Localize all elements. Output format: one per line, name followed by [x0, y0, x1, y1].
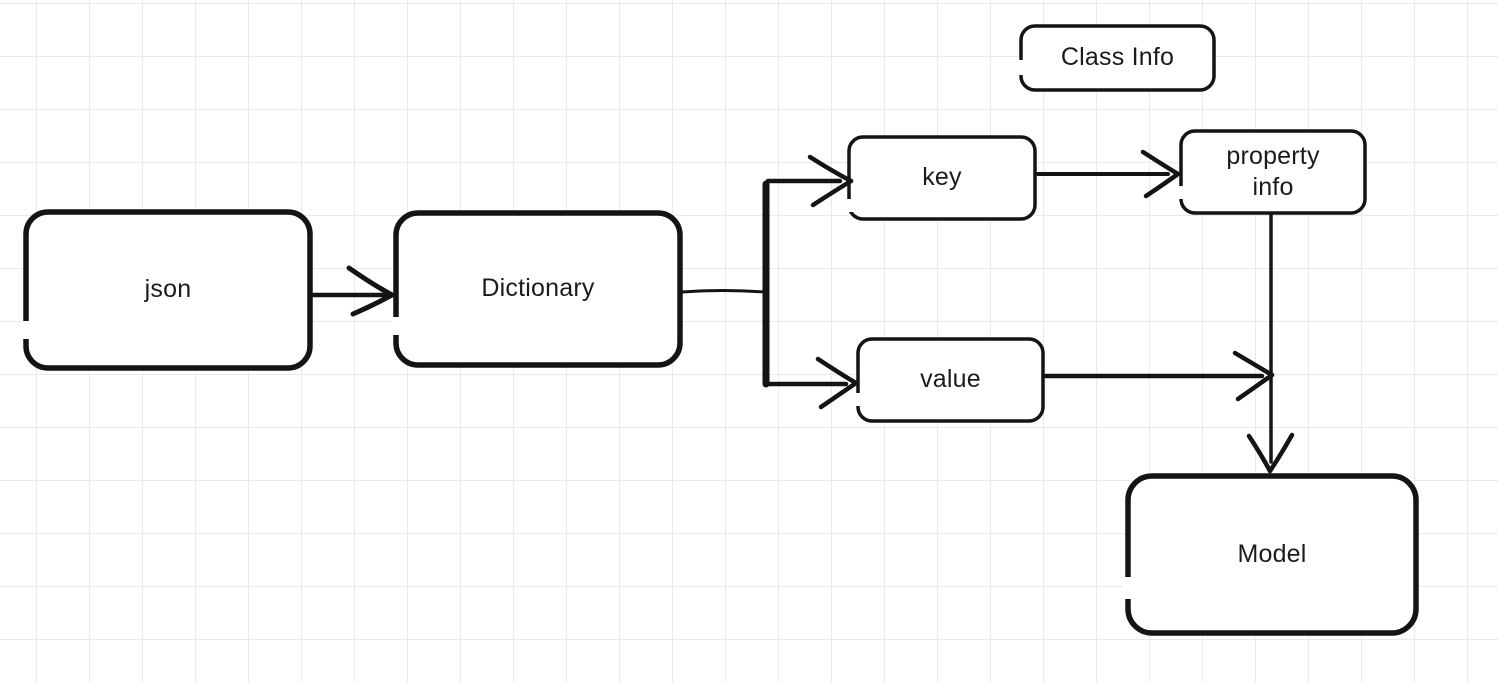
node-model-box[interactable]: [1125, 473, 1419, 636]
node-class-info-label[interactable]: Class Info: [1021, 26, 1214, 90]
node-dictionary-box[interactable]: [393, 210, 683, 368]
node-json-box[interactable]: [23, 209, 313, 371]
arrow-value-to-connector-junction[interactable]: [1043, 350, 1275, 402]
node-dictionary-text: Dictionary: [481, 274, 595, 303]
node-json-label[interactable]: json: [26, 212, 310, 368]
node-property-info-text: property info: [1226, 141, 1320, 201]
arrow-key-to-property-info[interactable]: [1036, 149, 1181, 199]
node-value-text: value: [920, 365, 981, 394]
node-key-text: key: [922, 163, 962, 192]
node-value-box[interactable]: [856, 337, 1045, 423]
node-model-text: Model: [1237, 539, 1307, 568]
node-key-label[interactable]: key: [849, 137, 1035, 219]
node-class-info-box[interactable]: [1019, 24, 1216, 92]
node-model-label[interactable]: Model: [1128, 476, 1416, 633]
arrow-json-to-dictionary[interactable]: [307, 265, 395, 317]
arrow-branch-to-key[interactable]: [765, 154, 854, 208]
node-property-info-label[interactable]: property info: [1181, 131, 1365, 213]
connector-dictionary-to-branch-bar[interactable]: [680, 180, 770, 388]
node-dictionary-label[interactable]: Dictionary: [396, 213, 680, 365]
node-value-label[interactable]: value: [858, 339, 1043, 421]
hand-drawn-stroke-gaps: [21, 60, 1185, 599]
node-property-info-box[interactable]: [1179, 129, 1367, 215]
node-class-info-text: Class Info: [1060, 43, 1175, 72]
arrow-property-info-to-model[interactable]: [1246, 213, 1295, 474]
node-json-text: json: [144, 275, 192, 304]
arrow-branch-to-value[interactable]: [765, 356, 859, 410]
